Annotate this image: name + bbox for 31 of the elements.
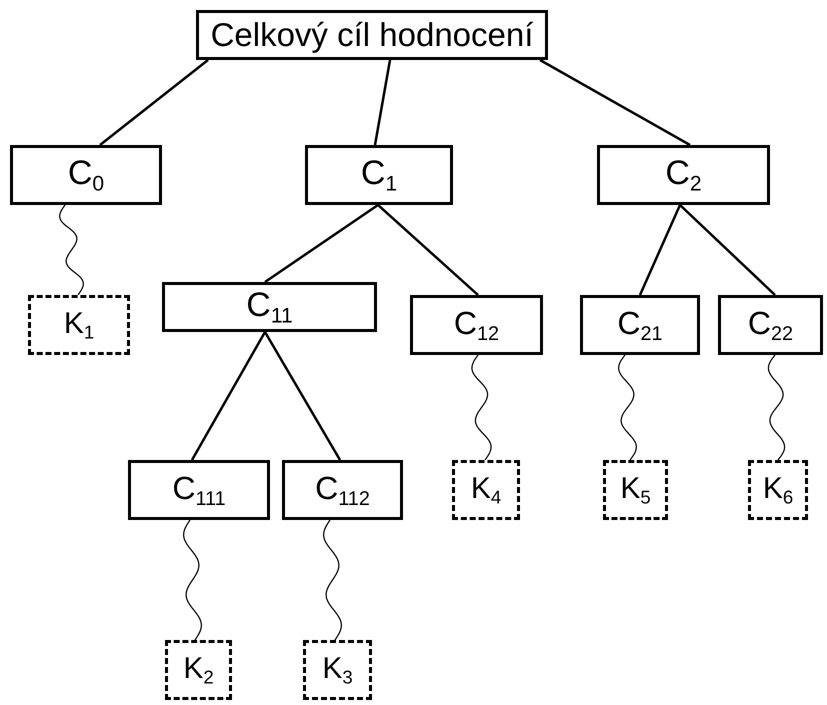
criterion-box: C$_{11}$	[162, 282, 377, 332]
dashed-box: K$_{6}$	[748, 460, 808, 520]
connector-line	[638, 204, 682, 296]
connector-line	[99, 59, 209, 146]
wavy-connector	[471, 354, 492, 460]
connector-line	[264, 204, 379, 284]
connector-line	[539, 58, 691, 146]
criterion-box: C$_{22}$	[718, 295, 823, 355]
criterion-box: C$_{21}$	[580, 295, 700, 355]
criterion-box: C$_{2}$	[597, 145, 770, 205]
criterion-box: C$_{12}$	[410, 295, 543, 355]
dashed-box: K$_{1}$	[28, 295, 130, 355]
connector-line	[190, 331, 266, 461]
connector-line	[374, 60, 392, 146]
dashed-box: K$_{4}$	[452, 460, 520, 520]
connector-line	[679, 204, 776, 296]
wavy-connector	[618, 354, 637, 460]
dashed-box: K$_{3}$	[303, 640, 372, 700]
wavy-connector	[183, 520, 202, 640]
wavy-connector	[768, 354, 786, 460]
criterion-box: C$_{1}$	[305, 145, 453, 205]
criterion-box: C$_{0}$	[10, 145, 162, 205]
dashed-box: K$_{5}$	[603, 460, 668, 520]
criterion-box: C$_{112}$	[282, 460, 403, 520]
dashed-box: K$_{2}$	[165, 640, 232, 700]
wavy-connector	[59, 204, 84, 296]
wavy-connector	[323, 520, 342, 640]
criterion-box: C$_{111}$	[128, 460, 270, 520]
connector-line	[264, 331, 342, 461]
criterion-box: Celkový cíl hodnocení	[196, 10, 548, 60]
connector-line	[377, 204, 479, 296]
